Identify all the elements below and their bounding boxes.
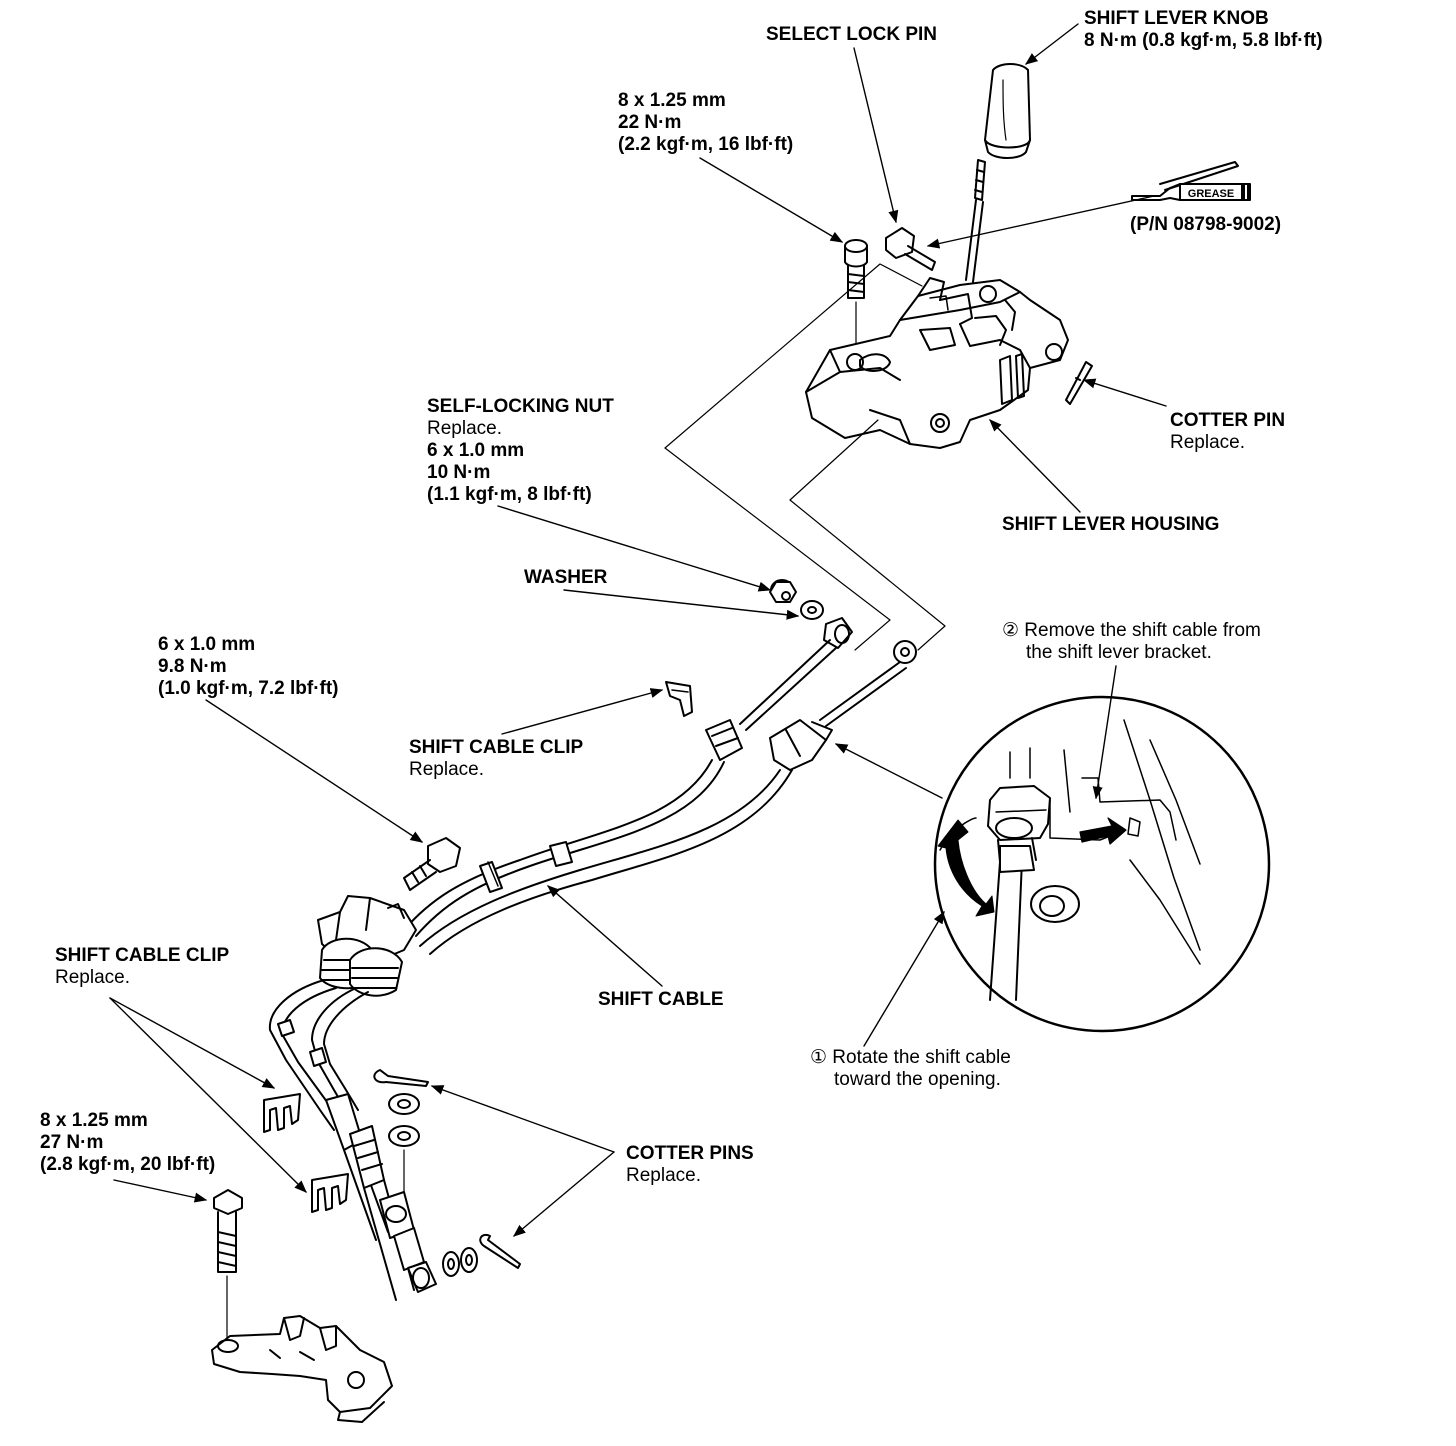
label-cotter-pin-note: Replace. — [1170, 432, 1245, 453]
shift-lever-housing-part — [805, 277, 1069, 449]
lower-washers — [388, 1093, 478, 1277]
label-bolt-mid-spec: (1.0 kgf·m, 7.2 lbf·ft) — [158, 678, 339, 699]
grease-tag: GREASE — [1188, 188, 1234, 200]
label-grease-part-number: (P/N 08798-9002) — [1130, 214, 1282, 235]
transmission-bracket — [211, 1315, 393, 1423]
cotter-pin-upper-lower — [373, 1069, 429, 1087]
cable-end-bushing — [823, 617, 917, 664]
cable-fitting-left — [705, 719, 743, 761]
middle-bolt-part — [403, 837, 461, 891]
shift-cable-clip-left-upper — [263, 1093, 301, 1133]
shift-cable-clip-mid-part — [665, 681, 693, 717]
label-self-locking-nut-note: Replace. — [427, 418, 502, 439]
self-locking-nut-part — [769, 579, 797, 603]
label-washer-title: WASHER — [524, 567, 608, 588]
label-bolt-top-torque: 22 N·m — [618, 112, 682, 133]
label-step-2-line1: ② Remove the shift cable from — [1002, 620, 1261, 641]
label-shift-cable-clip-left-title: SHIFT CABLE CLIP — [55, 945, 230, 966]
label-shift-lever-housing: SHIFT LEVER HOUSING — [1002, 514, 1219, 536]
label-self-locking-nut-title: SELF-LOCKING NUT — [427, 396, 614, 417]
cable-fitting-right — [769, 719, 833, 771]
leader-lines — [109, 23, 1167, 1237]
label-step-1-line1: ① Rotate the shift cable — [810, 1047, 1011, 1068]
label-step-2: ② Remove the shift cable from the shift … — [1002, 620, 1261, 664]
select-lock-pin-part — [885, 227, 936, 271]
cable-inner-rods — [739, 639, 907, 731]
label-bolt-bottom-size: 8 x 1.25 mm — [40, 1110, 148, 1131]
label-bolt-mid-torque: 9.8 N·m — [158, 656, 227, 677]
label-self-locking-nut-size: 6 x 1.0 mm — [427, 440, 525, 461]
label-cotter-pins: COTTER PINS Replace. — [626, 1143, 754, 1187]
label-washer: WASHER — [524, 567, 607, 589]
label-cotter-pin: COTTER PIN Replace. — [1170, 410, 1285, 454]
label-step-2-line2: the shift lever bracket. — [1026, 642, 1212, 663]
label-bolt-bottom-spec: (2.8 kgf·m, 20 lbf·ft) — [40, 1154, 216, 1175]
label-bolt-top-size: 8 x 1.25 mm — [618, 90, 726, 111]
washer-part — [800, 600, 824, 620]
label-shift-cable: SHIFT CABLE — [598, 989, 724, 1011]
label-self-locking-nut-torque: 10 N·m — [427, 462, 491, 483]
shift-lever-rod — [965, 159, 986, 283]
label-cotter-pin-title: COTTER PIN — [1170, 410, 1286, 431]
label-step-1-line2: toward the opening. — [834, 1069, 1001, 1090]
bottom-bolt-part — [213, 1189, 243, 1341]
top-bolt-part — [844, 239, 868, 353]
label-shift-lever-housing-title: SHIFT LEVER HOUSING — [1002, 514, 1220, 535]
grease-tube — [1131, 161, 1251, 201]
label-step-1: ① Rotate the shift cable toward the open… — [810, 1047, 1011, 1091]
label-shift-cable-clip-left-note: Replace. — [55, 967, 130, 988]
shift-cable-clip-left-lower — [311, 1173, 349, 1213]
label-bolt-mid: 6 x 1.0 mm 9.8 N·m (1.0 kgf·m, 7.2 lbf·f… — [158, 634, 339, 700]
label-shift-cable-clip-left: SHIFT CABLE CLIP Replace. — [55, 945, 229, 989]
label-cotter-pins-title: COTTER PINS — [626, 1143, 754, 1164]
label-shift-lever-knob: SHIFT LEVER KNOB 8 N·m (0.8 kgf·m, 5.8 l… — [1084, 8, 1323, 52]
lower-cables — [268, 979, 369, 1131]
detail-inset — [933, 695, 1271, 1033]
label-shift-cable-clip-mid: SHIFT CABLE CLIP Replace. — [409, 737, 583, 781]
label-shift-lever-knob-spec: 8 N·m (0.8 kgf·m, 5.8 lbf·ft) — [1084, 30, 1323, 51]
label-bolt-mid-size: 6 x 1.0 mm — [158, 634, 256, 655]
cotter-pin-bottom — [479, 1234, 521, 1269]
label-bolt-top-spec: (2.2 kgf·m, 16 lbf·ft) — [618, 134, 794, 155]
label-bolt-top: 8 x 1.25 mm 22 N·m (2.2 kgf·m, 16 lbf·ft… — [618, 90, 793, 156]
label-shift-cable-clip-mid-note: Replace. — [409, 759, 484, 780]
label-cotter-pins-note: Replace. — [626, 1165, 701, 1186]
label-bolt-bottom: 8 x 1.25 mm 27 N·m (2.8 kgf·m, 20 lbf·ft… — [40, 1110, 215, 1176]
label-select-lock-pin-title: SELECT LOCK PIN — [766, 24, 938, 45]
label-self-locking-nut-spec: (1.1 kgf·m, 8 lbf·ft) — [427, 484, 592, 505]
connection-lines — [664, 263, 946, 651]
label-shift-lever-knob-title: SHIFT LEVER KNOB — [1084, 8, 1269, 29]
label-bolt-bottom-torque: 27 N·m — [40, 1132, 104, 1153]
label-shift-cable-title: SHIFT CABLE — [598, 989, 724, 1010]
cable-boots — [319, 937, 403, 997]
rod-end-assembly — [325, 1093, 437, 1301]
shift-cable-part — [403, 759, 793, 955]
cotter-pin-right — [1065, 361, 1093, 405]
label-select-lock-pin: SELECT LOCK PIN — [766, 24, 937, 46]
label-self-locking-nut: SELF-LOCKING NUT Replace. 6 x 1.0 mm 10 … — [427, 396, 614, 506]
shift-lever-knob-part — [984, 63, 1031, 159]
label-shift-cable-clip-mid-title: SHIFT CABLE CLIP — [409, 737, 584, 758]
